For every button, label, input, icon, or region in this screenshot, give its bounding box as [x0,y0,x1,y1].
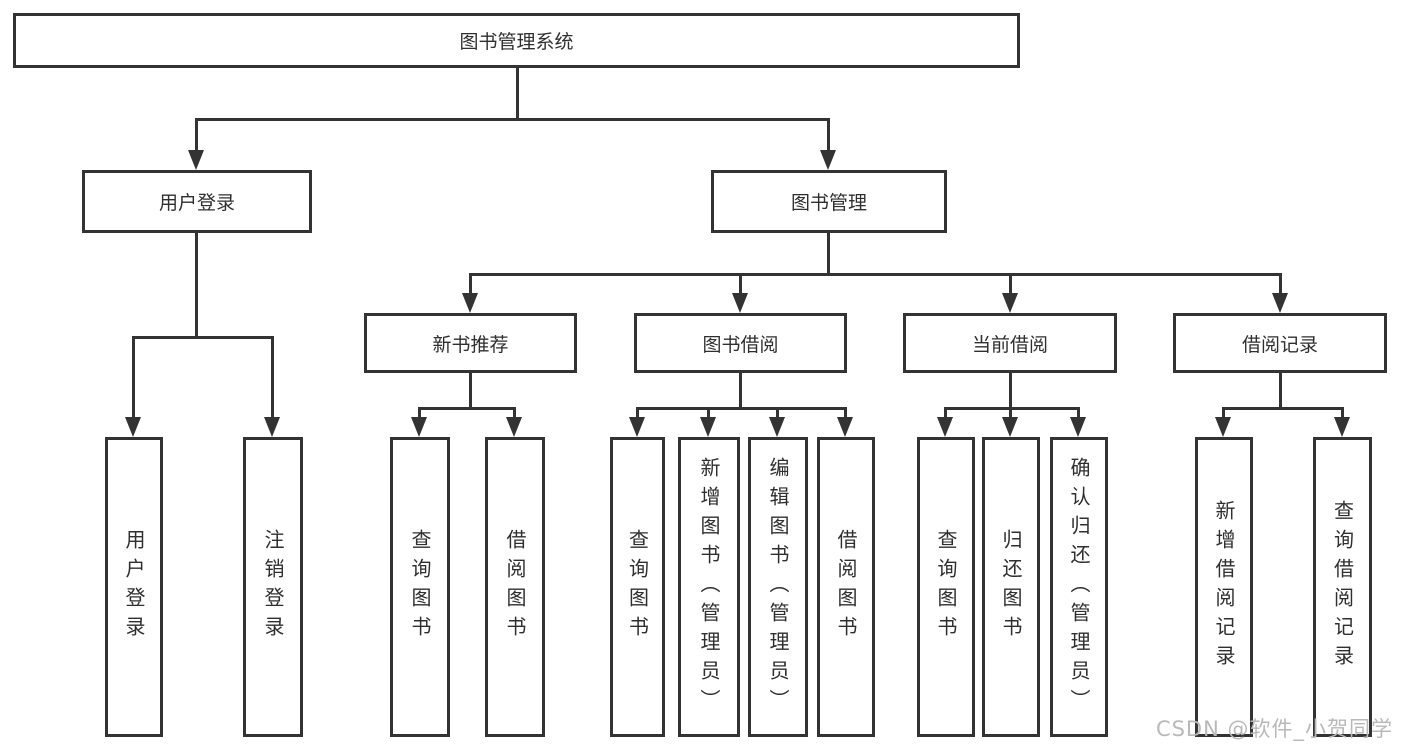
connector-to-cb-return [1009,407,1012,421]
connector-user-login-rail [133,336,274,339]
leaf-borrow-query-book: 查询图书 [610,437,665,737]
node-user-login-label: 用户登录 [158,192,235,214]
leaf-rec-borrow-book: 借阅图书 [485,437,545,737]
arrowhead-book-borrow [732,293,748,313]
leaf-user-login-label: 用户登录 [122,529,146,645]
leaf-records-add-record: 新增借阅记录 [1195,437,1253,737]
node-root: 图书管理系统 [13,13,1020,68]
leaf-rec-borrow-book-label: 借阅图书 [503,529,527,645]
connector-book-borrow-rail [636,407,847,410]
connector-to-br-query [1341,407,1344,421]
leaf-logout: 注销登录 [243,437,303,737]
connector-to-br-add [1222,407,1225,421]
leaf-borrow-borrow-book-label: 借阅图书 [834,529,858,645]
connector-borrow-records-rail [1223,407,1343,410]
arrowhead-bb-edit [769,417,785,437]
node-borrow-records: 借阅记录 [1173,313,1387,373]
node-user-login: 用户登录 [82,170,312,233]
connector-user-login-stem [195,233,198,336]
leaf-records-add-record-label: 新增借阅记录 [1212,500,1236,674]
leaf-current-query-book: 查询图书 [917,437,975,737]
arrowhead-br-add [1215,417,1231,437]
connector-root-to-user-login [195,118,198,154]
node-book-borrow: 图书借阅 [634,313,847,373]
arrowhead-new-book-rec [462,293,478,313]
connector-to-bb-add [707,407,710,421]
connector-root-stem [516,68,519,118]
leaf-borrow-add-book: 新增图书（管理员） [678,437,740,737]
arrowhead-cb-confirm [1070,417,1086,437]
node-borrow-records-label: 借阅记录 [1241,333,1318,356]
connector-to-bb-borrow [844,407,847,421]
arrowhead-rec-borrow [506,417,522,437]
leaf-borrow-add-book-label: 新增图书（管理员） [697,456,721,718]
connector-to-rec-query [418,407,421,421]
connector-book-borrow-stem [739,373,742,407]
node-book-borrow-label: 图书借阅 [702,333,779,356]
arrowhead-rec-query [411,417,427,437]
node-current-borrow-label: 当前借阅 [971,333,1048,356]
connector-to-cb-confirm [1077,407,1080,421]
arrowhead-borrow-records [1272,293,1288,313]
connector-current-borrow-stem [1009,373,1012,407]
node-book-mgmt: 图书管理 [711,170,947,233]
connector-to-bb-query [636,407,639,421]
arrowhead-current-borrow [1002,293,1018,313]
arrowhead-cb-query [937,417,953,437]
node-new-book-rec-label: 新书推荐 [432,333,509,356]
leaf-current-query-book-label: 查询图书 [934,529,958,645]
leaf-borrow-query-book-label: 查询图书 [625,529,650,645]
leaf-current-return-book: 归还图书 [982,437,1040,737]
leaf-current-confirm-return-label: 确认归还（管理员） [1067,456,1091,718]
connector-to-new-book-rec [469,273,472,297]
leaf-rec-query-book: 查询图书 [390,437,450,737]
connector-root-rail [196,118,830,121]
arrowhead-leaf-user-login [125,417,141,437]
connector-root-to-book-mgmt [827,118,830,154]
arrowhead-cb-return [1002,417,1018,437]
connector-new-book-rec-stem [469,373,472,407]
connector-to-cb-query [944,407,947,421]
node-book-mgmt-label: 图书管理 [790,192,867,214]
connector-new-book-rec-rail [419,407,516,410]
node-new-book-rec: 新书推荐 [364,313,577,373]
connector-book-mgmt-rail [469,273,1281,276]
arrowhead-leaf-logout [264,417,280,437]
leaf-borrow-edit-book-label: 编辑图书（管理员） [766,456,790,718]
leaf-current-confirm-return: 确认归还（管理员） [1050,437,1108,737]
connector-to-bb-edit [776,407,779,421]
connector-to-borrow-records [1279,273,1282,297]
leaf-rec-query-book-label: 查询图书 [408,529,432,645]
connector-to-current-borrow [1009,273,1012,297]
leaf-borrow-edit-book: 编辑图书（管理员） [748,437,808,737]
arrowhead-bb-query [629,417,645,437]
arrowhead-bb-borrow [837,417,853,437]
connector-borrow-records-stem [1279,373,1282,407]
connector-to-leaf-user-login [132,336,135,421]
leaf-borrow-borrow-book: 借阅图书 [817,437,875,737]
arrowhead-br-query [1334,417,1350,437]
leaf-records-query-record: 查询借阅记录 [1313,437,1372,737]
arrowhead-book-mgmt [820,150,836,170]
connector-to-rec-borrow [513,407,516,421]
arrowhead-user-login [188,150,204,170]
connector-current-borrow-rail [945,407,1080,410]
leaf-logout-label: 注销登录 [261,529,285,645]
connector-to-book-borrow [739,273,742,297]
connector-to-leaf-logout [271,336,274,421]
connector-book-mgmt-stem [827,233,830,273]
node-current-borrow: 当前借阅 [903,313,1117,373]
leaf-records-query-record-label: 查询借阅记录 [1330,500,1355,674]
node-root-label: 图书管理系统 [459,31,574,53]
leaf-user-login: 用户登录 [105,437,163,737]
arrowhead-bb-add [700,417,716,437]
leaf-current-return-book-label: 归还图书 [999,529,1023,645]
